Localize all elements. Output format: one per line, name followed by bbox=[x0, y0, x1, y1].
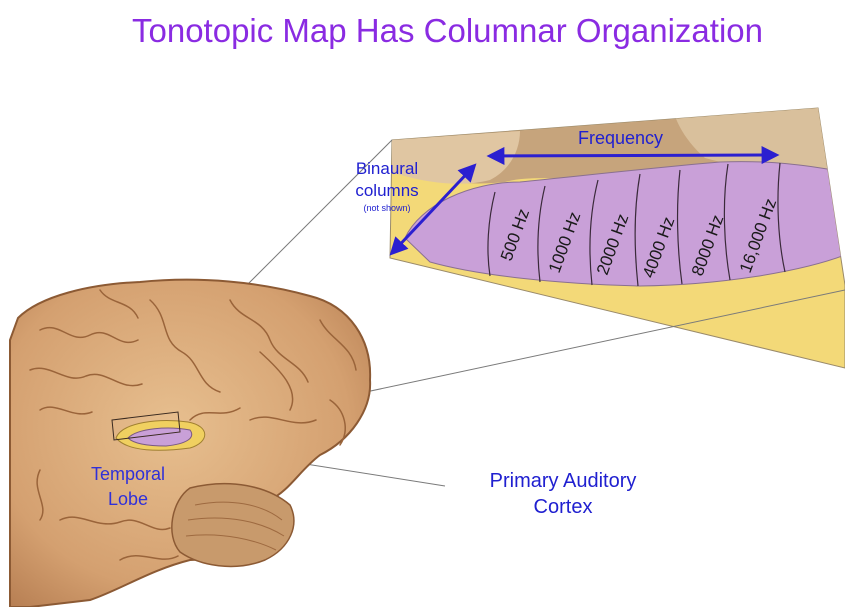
binaural-line1: Binaural bbox=[356, 159, 418, 178]
primary-auditory-cortex-label: Primary Auditory Cortex bbox=[448, 468, 678, 520]
binaural-columns-label: Binaural columns (not shown) bbox=[332, 158, 442, 214]
brain-illustration bbox=[10, 280, 370, 607]
frequency-arrow bbox=[490, 155, 776, 156]
temporal-line2: Lobe bbox=[108, 489, 148, 509]
pac-line1: Primary Auditory bbox=[490, 470, 637, 492]
pac-line2: Cortex bbox=[534, 496, 593, 518]
temporal-lobe-label: Temporal Lobe bbox=[58, 462, 198, 512]
frequency-label: Frequency bbox=[578, 128, 663, 149]
binaural-note: (not shown) bbox=[332, 202, 442, 214]
binaural-line2: columns bbox=[355, 181, 418, 200]
temporal-line1: Temporal bbox=[91, 464, 165, 484]
